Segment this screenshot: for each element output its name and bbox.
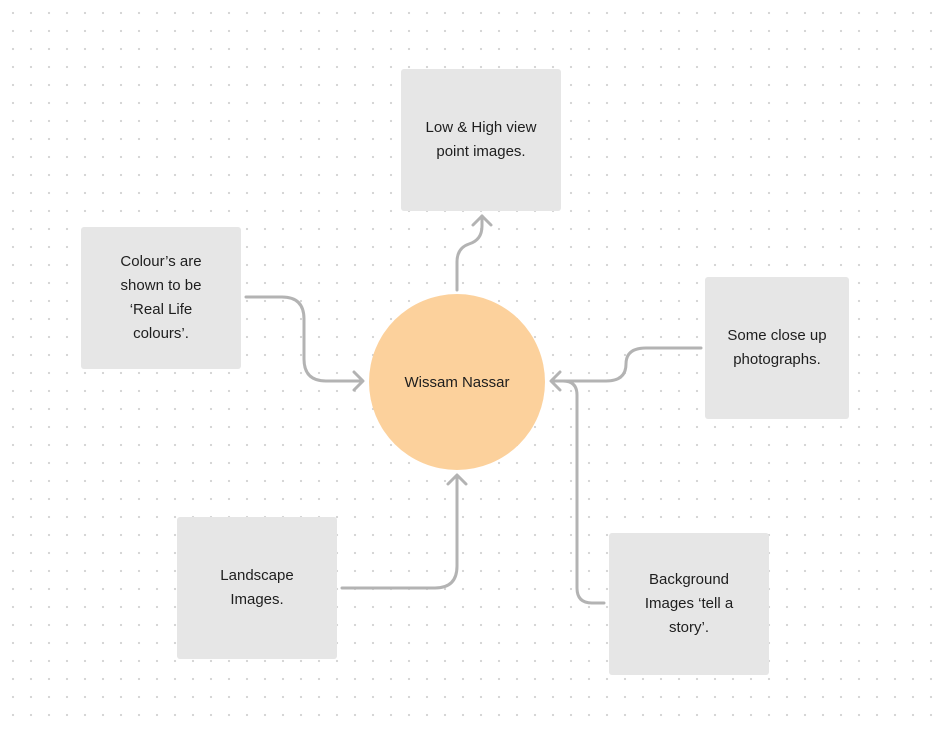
arrowhead-icon xyxy=(446,473,468,486)
connector-closeup-to-center[interactable] xyxy=(549,346,703,392)
sticky-note-background[interactable]: Background Images ‘tell a story’. xyxy=(609,533,769,675)
sticky-note-text: Some close up photographs. xyxy=(727,327,827,368)
connector-colours-to-center[interactable] xyxy=(244,295,365,392)
sticky-note-colours[interactable]: Colour’s are shown to be ‘Real Life colo… xyxy=(81,227,241,369)
center-topic-circle[interactable]: Wissam Nassar xyxy=(369,294,545,470)
connector-center-to-viewpoint[interactable] xyxy=(455,214,493,292)
sticky-note-text: Colour’s are shown to be ‘Real Life colo… xyxy=(120,253,202,342)
sticky-note-text: Background Images ‘tell a story’. xyxy=(644,571,734,636)
connector-landscape-to-center[interactable] xyxy=(340,473,468,590)
sticky-note-landscape[interactable]: Landscape Images. xyxy=(177,517,337,659)
sticky-note-text: Low & High view point images. xyxy=(425,119,537,160)
arrowhead-icon xyxy=(549,370,562,392)
connector-background-to-center[interactable] xyxy=(550,379,606,605)
arrowhead-icon xyxy=(352,370,365,392)
sticky-note-viewpoint[interactable]: Low & High view point images. xyxy=(401,69,561,211)
arrowhead-icon xyxy=(471,214,493,227)
center-topic-label: Wissam Nassar xyxy=(404,373,510,391)
sticky-note-closeup[interactable]: Some close up photographs. xyxy=(705,277,849,419)
sticky-note-text: Landscape Images. xyxy=(220,567,294,608)
